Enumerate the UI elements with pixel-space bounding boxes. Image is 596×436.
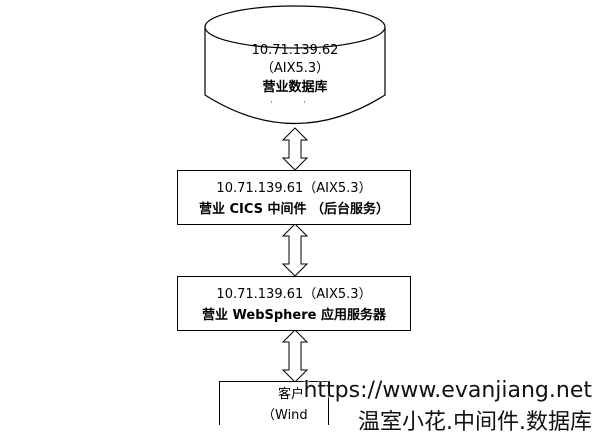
client-box: 客户 （Wind <box>219 381 329 425</box>
database-extra: · · <box>270 98 320 107</box>
websphere-server-box: 10.71.139.61（AIX5.3） 营业 WebSphere 应用服务器 <box>177 276 411 331</box>
database-cylinder <box>204 5 386 124</box>
client-os: （Wind <box>262 408 308 423</box>
cylinder-top <box>204 5 386 49</box>
arrow-db-cics <box>281 127 309 171</box>
websphere-ip-os: 10.71.139.61（AIX5.3） <box>216 287 372 302</box>
arrow-websphere-client <box>281 329 309 383</box>
arrow-cics-websphere <box>281 223 309 277</box>
database-label: 10.71.139.62 （AIX5.3） 营业数据库 · · <box>205 42 385 108</box>
cylinder-body <box>204 27 386 124</box>
watermark-url: https://www.evanjiang.net <box>303 378 592 403</box>
watermark-caption: 温室小花.中间件.数据库 <box>358 410 592 435</box>
cics-name: 营业 CICS 中间件 （后台服务） <box>198 202 390 217</box>
client-name: 客户 <box>278 387 305 402</box>
cics-server-box: 10.71.139.61（AIX5.3） 营业 CICS 中间件 （后台服务） <box>177 170 411 225</box>
websphere-name: 营业 WebSphere 应用服务器 <box>201 308 387 323</box>
database-os: （AIX5.3） <box>260 61 330 76</box>
cics-ip-os: 10.71.139.61（AIX5.3） <box>216 181 372 196</box>
database-name: 营业数据库 <box>262 80 328 95</box>
database-ip: 10.71.139.62 <box>251 43 339 58</box>
